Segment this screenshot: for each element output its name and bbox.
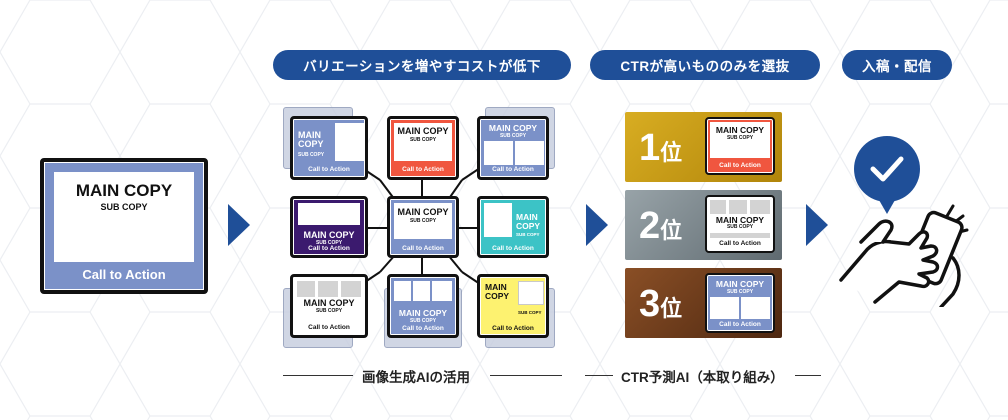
variation-card-2: MAIN COPY SUB COPY Call to Action <box>387 116 459 180</box>
sub-copy: SUB COPY <box>409 318 437 324</box>
banner-image-area <box>432 281 452 301</box>
hand-phone-icon <box>839 136 969 307</box>
caption-rule-left-a <box>283 375 353 376</box>
step-pill-delivery: 入稿・配信 <box>842 50 952 80</box>
variation-card-4: MAIN COPY SUB COPY Call to Action <box>290 196 368 258</box>
main-copy: MAIN COPY <box>75 181 173 200</box>
main-copy: MAIN COPY <box>485 282 510 301</box>
original-banner: MAIN COPY SUB COPY Call to Action <box>40 158 208 294</box>
rank-1-block: 1位 MAIN COPY SUB COPY Call to Action <box>625 112 782 182</box>
variation-card-5: MAIN COPY SUB COPY Call to Action <box>477 196 549 258</box>
banner-image-area <box>298 203 360 225</box>
step-pill-ctr: CTRが高いもののみを選抜 <box>590 50 820 80</box>
sub-copy: SUB COPY <box>726 289 754 295</box>
call-to-action: Call to Action <box>308 245 350 252</box>
call-to-action: Call to Action <box>82 267 166 282</box>
sub-copy: SUB COPY <box>409 218 437 224</box>
chevron-right-icon <box>228 204 250 246</box>
caption-image-ai: 画像生成AIの活用 <box>362 370 470 385</box>
banner-image-area <box>710 122 770 158</box>
banner-image-area <box>394 281 411 301</box>
main-copy: MAIN COPY <box>516 212 541 231</box>
sub-copy: SUB COPY <box>516 232 540 237</box>
banner-image-area <box>750 200 770 214</box>
main-copy: MAIN COPY <box>397 126 449 136</box>
banner-image-area <box>297 281 315 297</box>
sub-copy: SUB COPY <box>315 240 343 246</box>
main-copy: MAIN COPY <box>715 215 765 225</box>
call-to-action: Call to Action <box>492 166 534 173</box>
call-to-action: Call to Action <box>719 321 761 328</box>
main-copy: MAIN COPY <box>303 298 355 308</box>
sub-copy: SUB COPY <box>315 308 343 314</box>
check-icon <box>854 136 920 214</box>
main-copy: MAIN COPY <box>488 123 538 133</box>
call-to-action: Call to Action <box>402 325 444 332</box>
rank-1-card: MAIN COPY SUB COPY Call to Action <box>705 117 775 175</box>
rank-3-label: 3位 <box>639 283 683 325</box>
caption-rule-left-b <box>490 375 562 376</box>
chevron-right-icon <box>806 204 828 246</box>
call-to-action: Call to Action <box>308 324 350 331</box>
sub-copy: SUB COPY <box>298 152 325 158</box>
variation-card-3: MAIN COPY SUB COPY Call to Action <box>477 116 549 180</box>
call-to-action: Call to Action <box>402 166 444 173</box>
rank-2-block: 2位 MAIN COPY SUB COPY Call to Action <box>625 190 782 260</box>
banner-image-area <box>515 141 544 165</box>
variation-card-6: MAIN COPY SUB COPY Call to Action <box>290 274 368 338</box>
sub-copy: SUB COPY <box>409 137 437 143</box>
banner-image-area <box>341 281 361 297</box>
main-copy: MAIN COPY <box>398 308 448 318</box>
main-copy: MAIN COPY <box>397 207 449 217</box>
main-copy: MAIN COPY <box>715 125 765 135</box>
caption-rule-right-b <box>795 375 821 376</box>
banner-image-area <box>710 297 739 319</box>
step-pill-cost: バリエーションを増やすコストが低下 <box>273 50 571 80</box>
rank-2-label: 2位 <box>639 205 683 247</box>
main-copy: MAIN COPY <box>303 230 355 240</box>
banner-image-area <box>484 203 512 237</box>
banner-image-area <box>318 281 338 297</box>
call-to-action: Call to Action <box>492 325 534 332</box>
sub-copy: SUB COPY <box>518 310 542 315</box>
variation-card-1: MAIN COPY SUB COPY Call to Action <box>290 116 368 180</box>
rank-3-block: 3位 MAIN COPY SUB COPY Call to Action <box>625 268 782 338</box>
call-to-action: Call to Action <box>402 245 444 252</box>
center-card: MAIN COPY SUB COPY Call to Action <box>387 196 459 258</box>
banner-image-area <box>710 233 770 238</box>
banner-image-area <box>335 123 365 161</box>
caption-ctr-ai: CTR予測AI（本取り組み） <box>621 370 784 385</box>
call-to-action: Call to Action <box>719 162 761 169</box>
rank-3-card: MAIN COPY SUB COPY Call to Action <box>705 273 775 333</box>
banner-image-area <box>484 141 513 165</box>
call-to-action: Call to Action <box>308 166 350 173</box>
banner-image-area <box>54 172 194 262</box>
banner-image-area <box>413 281 430 301</box>
call-to-action: Call to Action <box>492 245 534 252</box>
sub-copy: SUB COPY <box>499 133 527 139</box>
chevron-right-icon <box>586 204 608 246</box>
banner-image-area <box>518 281 544 305</box>
banner-image-area <box>741 297 770 319</box>
variation-card-7: MAIN COPY SUB COPY Call to Action <box>387 274 459 338</box>
rank-2-card: MAIN COPY SUB COPY Call to Action <box>705 195 775 253</box>
banner-image-area <box>710 200 726 214</box>
sub-copy: SUB COPY <box>726 135 754 141</box>
banner-image-area <box>394 123 452 161</box>
main-copy: MAIN COPY <box>715 279 765 289</box>
caption-rule-right-a <box>585 375 613 376</box>
banner-image-area <box>394 203 452 239</box>
sub-copy: SUB COPY <box>100 202 148 212</box>
sub-copy: SUB COPY <box>726 224 754 230</box>
call-to-action: Call to Action <box>719 240 761 247</box>
banner-image-area <box>729 200 747 214</box>
rank-1-label: 1位 <box>639 127 683 169</box>
variation-card-8: MAIN COPY SUB COPY Call to Action <box>477 274 549 338</box>
main-copy: MAIN COPY <box>298 130 324 149</box>
